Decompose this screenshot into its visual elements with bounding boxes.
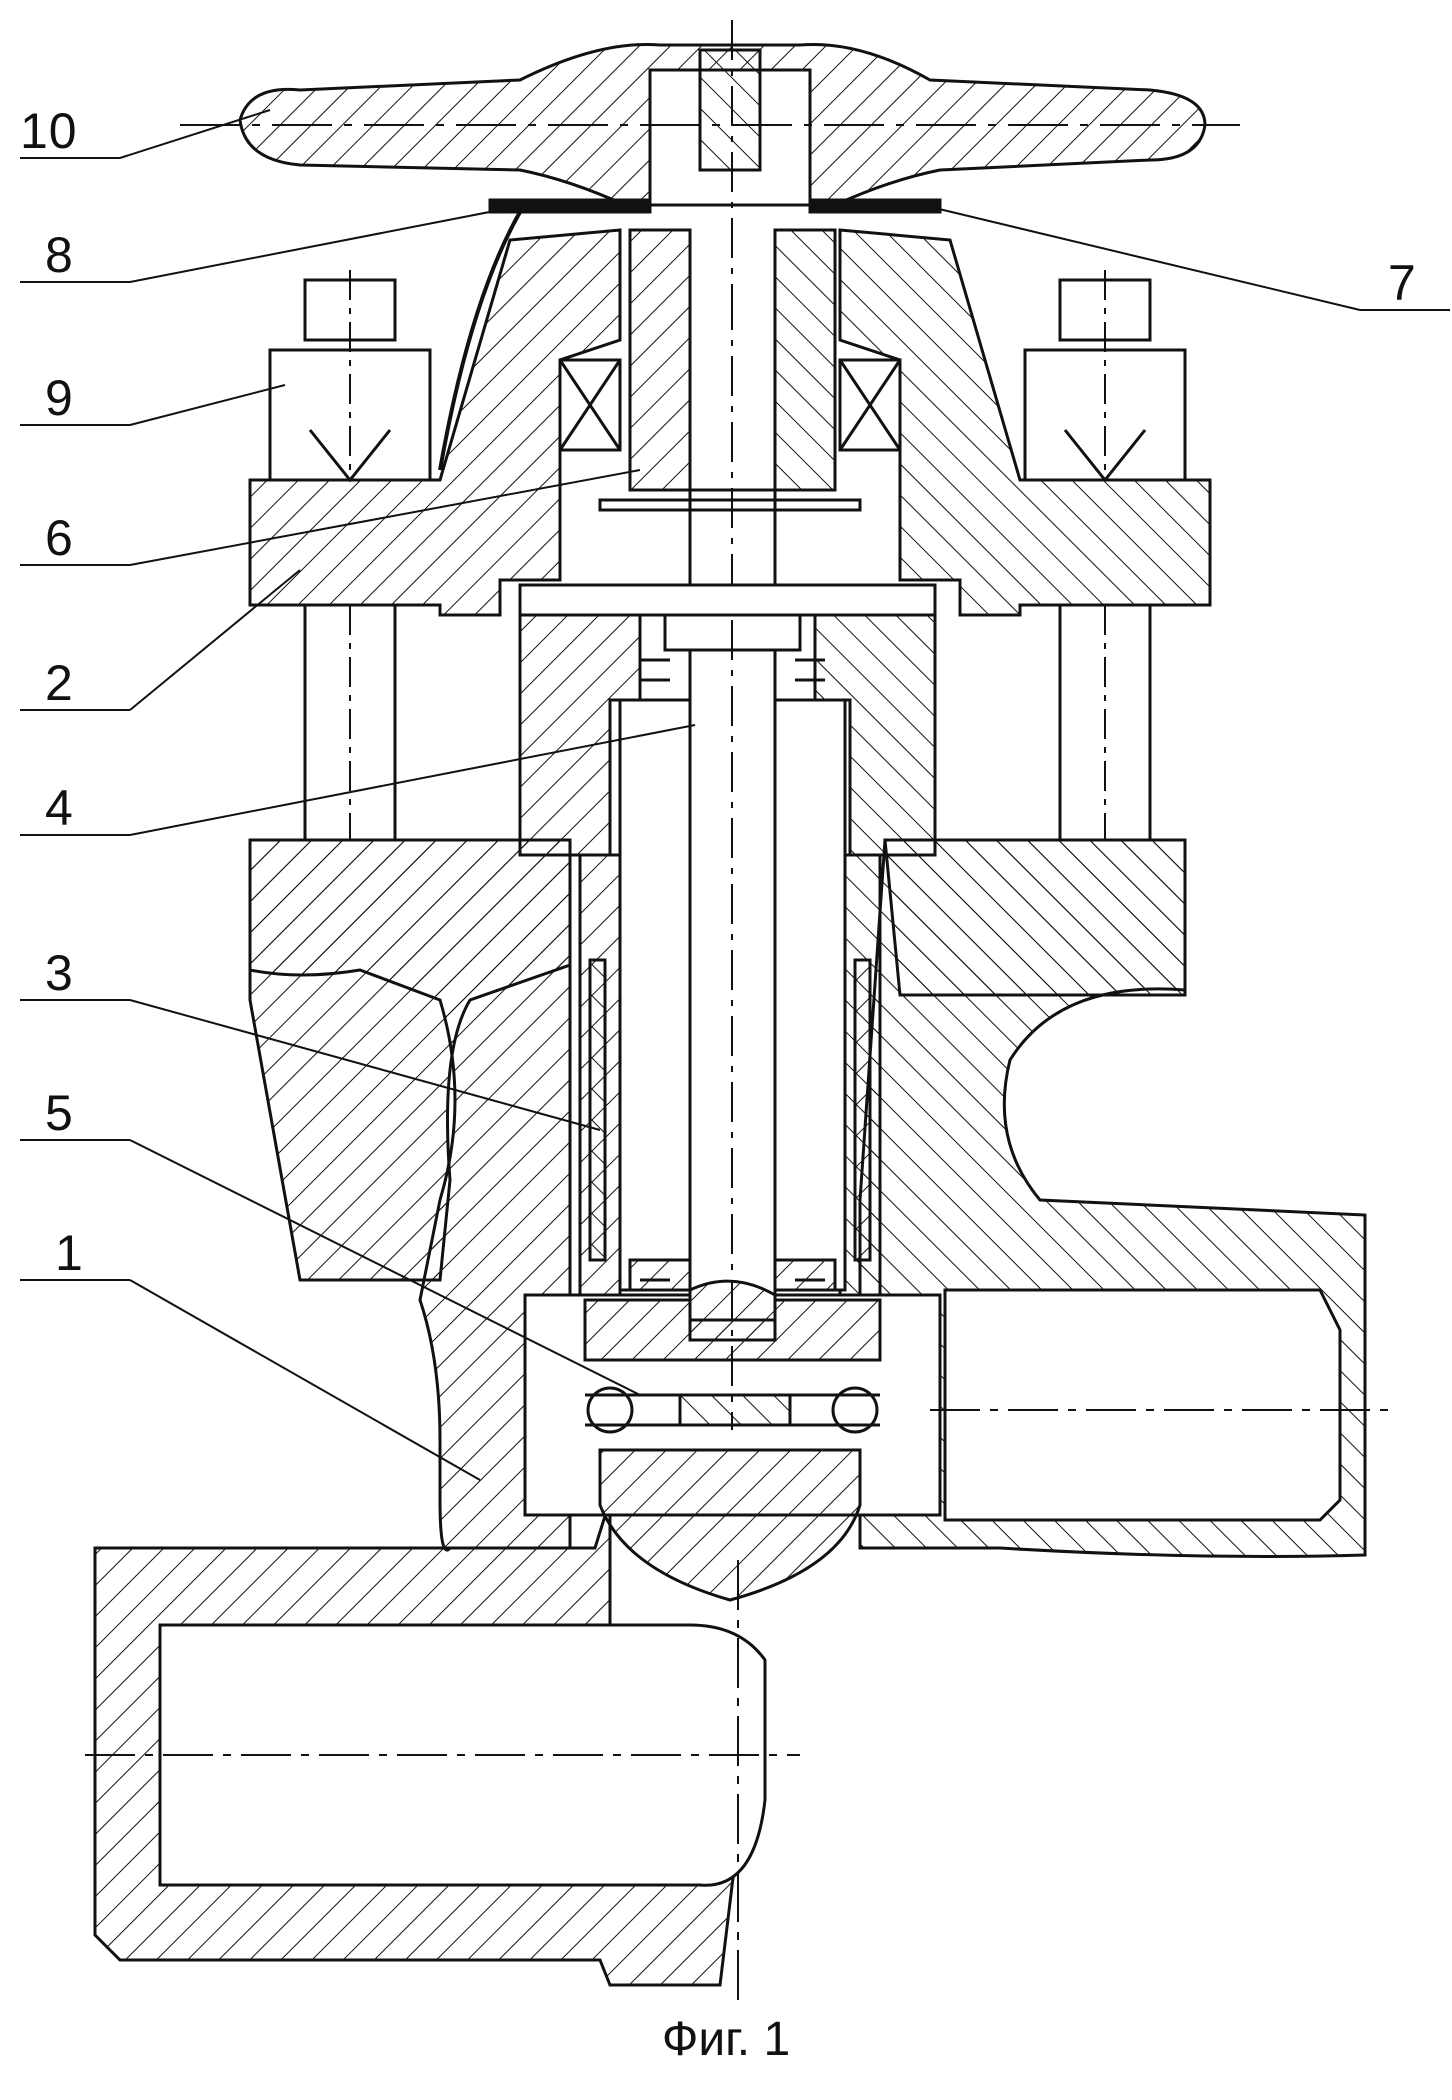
callout-2: 2: [45, 658, 74, 708]
callout-3: 3: [45, 948, 74, 998]
callout-1: 1: [55, 1228, 84, 1278]
callout-5: 5: [45, 1088, 74, 1138]
callout-10: 10: [20, 106, 78, 156]
handwheel: [180, 20, 1240, 290]
callout-6: 6: [45, 513, 74, 563]
callout-4: 4: [45, 783, 74, 833]
callout-9: 9: [45, 373, 74, 423]
callout-7: 7: [1388, 258, 1417, 308]
callout-8: 8: [45, 230, 74, 280]
figure-caption: Фиг. 1: [0, 2012, 1452, 2067]
